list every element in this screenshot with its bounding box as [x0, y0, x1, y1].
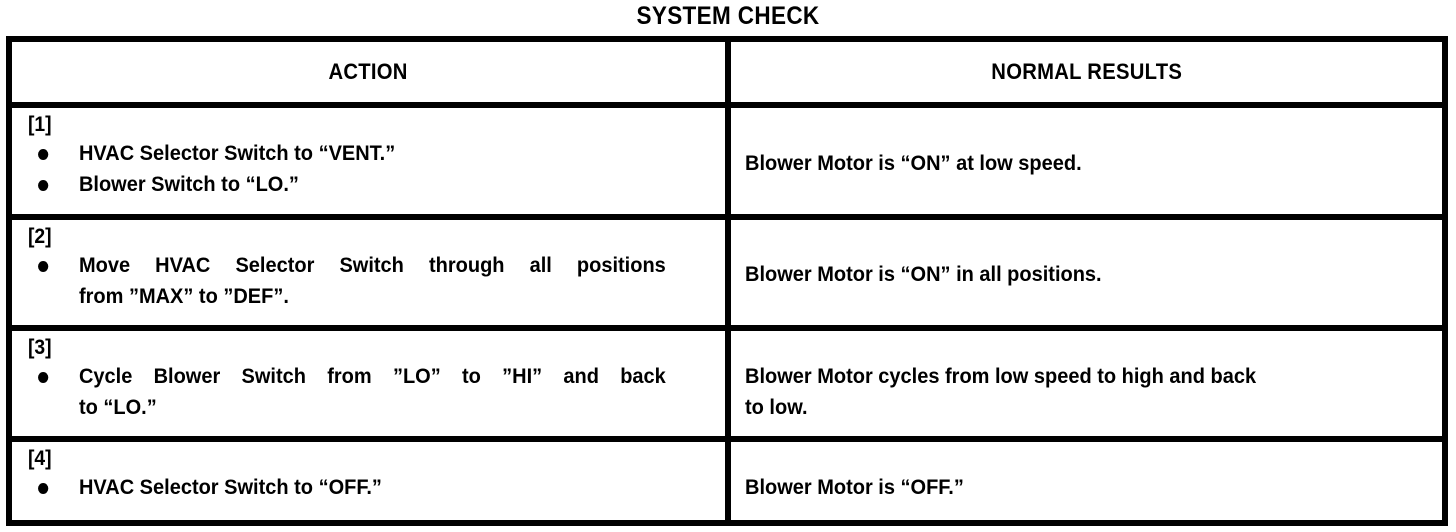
step-number-4: [4]	[28, 447, 52, 470]
bullet-dot-icon	[38, 261, 49, 272]
result-cell-step-4: Blower Motor is “OFF.”	[731, 442, 1442, 526]
system-check-table: ACTION NORMAL RESULTS [1] HVAC Selector …	[6, 36, 1448, 526]
list-item: Cycle Blower Switch from ”LO” to ”HI” an…	[12, 361, 670, 423]
table-row: [1] HVAC Selector Switch to “VENT.” Blow…	[12, 108, 1442, 220]
result-text-3: Blower Motor cycles from low speed to hi…	[745, 361, 1388, 423]
bullet-dot-icon	[38, 180, 49, 191]
result-text-1: Blower Motor is “ON” at low speed.	[745, 148, 1388, 179]
result-line-2: Blower Motor is “ON” in all positions.	[745, 262, 1102, 286]
action-cell-step-1: [1] HVAC Selector Switch to “VENT.” Blow…	[12, 108, 731, 214]
action-bullet-list-3: Cycle Blower Switch from ”LO” to ”HI” an…	[12, 361, 719, 423]
list-item: Move HVAC Selector Switch through all po…	[12, 250, 670, 312]
column-header-normal-results: NORMAL RESULTS	[991, 59, 1182, 84]
action-cell-step-4: [4] HVAC Selector Switch to “OFF.”	[12, 442, 731, 526]
page-title: SYSTEM CHECK	[636, 2, 820, 30]
result-text-2: Blower Motor is “ON” in all positions.	[745, 259, 1388, 290]
result-text-4: Blower Motor is “OFF.”	[745, 472, 1388, 503]
action-text-3-line2: to “LO.”	[78, 395, 157, 419]
step-number-2: [2]	[28, 225, 52, 248]
column-header-action: ACTION	[328, 59, 409, 84]
bullet-dot-icon	[38, 149, 49, 160]
bullet-dot-icon	[38, 483, 49, 494]
step-number-1: [1]	[28, 113, 52, 136]
result-line-3-2: to low.	[745, 395, 808, 419]
list-item: Blower Switch to “LO.”	[12, 169, 670, 200]
step-number-3: [3]	[28, 336, 52, 359]
table-header-row: ACTION NORMAL RESULTS	[12, 42, 1442, 108]
action-bullet-list-2: Move HVAC Selector Switch through all po…	[12, 250, 719, 312]
action-text-1-2: Blower Switch to “LO.”	[78, 172, 299, 196]
header-cell-results: NORMAL RESULTS	[731, 42, 1442, 102]
result-cell-step-3: Blower Motor cycles from low speed to hi…	[731, 331, 1442, 436]
list-item: HVAC Selector Switch to “VENT.”	[12, 138, 670, 169]
header-cell-action: ACTION	[12, 42, 731, 102]
action-cell-step-2: [2] Move HVAC Selector Switch through al…	[12, 220, 731, 325]
action-text-2-line1: Move HVAC Selector Switch through all po…	[78, 253, 666, 277]
action-text-3-line1: Cycle Blower Switch from ”LO” to ”HI” an…	[78, 364, 666, 388]
table-row: [2] Move HVAC Selector Switch through al…	[12, 220, 1442, 331]
table-row: [4] HVAC Selector Switch to “OFF.” Blowe…	[12, 442, 1442, 526]
result-line-3-1: Blower Motor cycles from low speed to hi…	[745, 364, 1257, 388]
result-line-1: Blower Motor is “ON” at low speed.	[745, 151, 1082, 175]
action-text-4-1: HVAC Selector Switch to “OFF.”	[78, 475, 382, 499]
action-cell-step-3: [3] Cycle Blower Switch from ”LO” to ”HI…	[12, 331, 731, 436]
action-bullet-list-1: HVAC Selector Switch to “VENT.” Blower S…	[12, 138, 719, 200]
action-bullet-list-4: HVAC Selector Switch to “OFF.”	[12, 472, 719, 503]
table-row: [3] Cycle Blower Switch from ”LO” to ”HI…	[12, 331, 1442, 442]
bullet-dot-icon	[38, 372, 49, 383]
result-cell-step-1: Blower Motor is “ON” at low speed.	[731, 108, 1442, 214]
result-line-4: Blower Motor is “OFF.”	[745, 475, 964, 499]
result-cell-step-2: Blower Motor is “ON” in all positions.	[731, 220, 1442, 325]
action-text-2-line2: from ”MAX” to ”DEF”.	[78, 284, 289, 308]
list-item: HVAC Selector Switch to “OFF.”	[12, 472, 670, 503]
action-text-1-1: HVAC Selector Switch to “VENT.”	[78, 141, 396, 165]
